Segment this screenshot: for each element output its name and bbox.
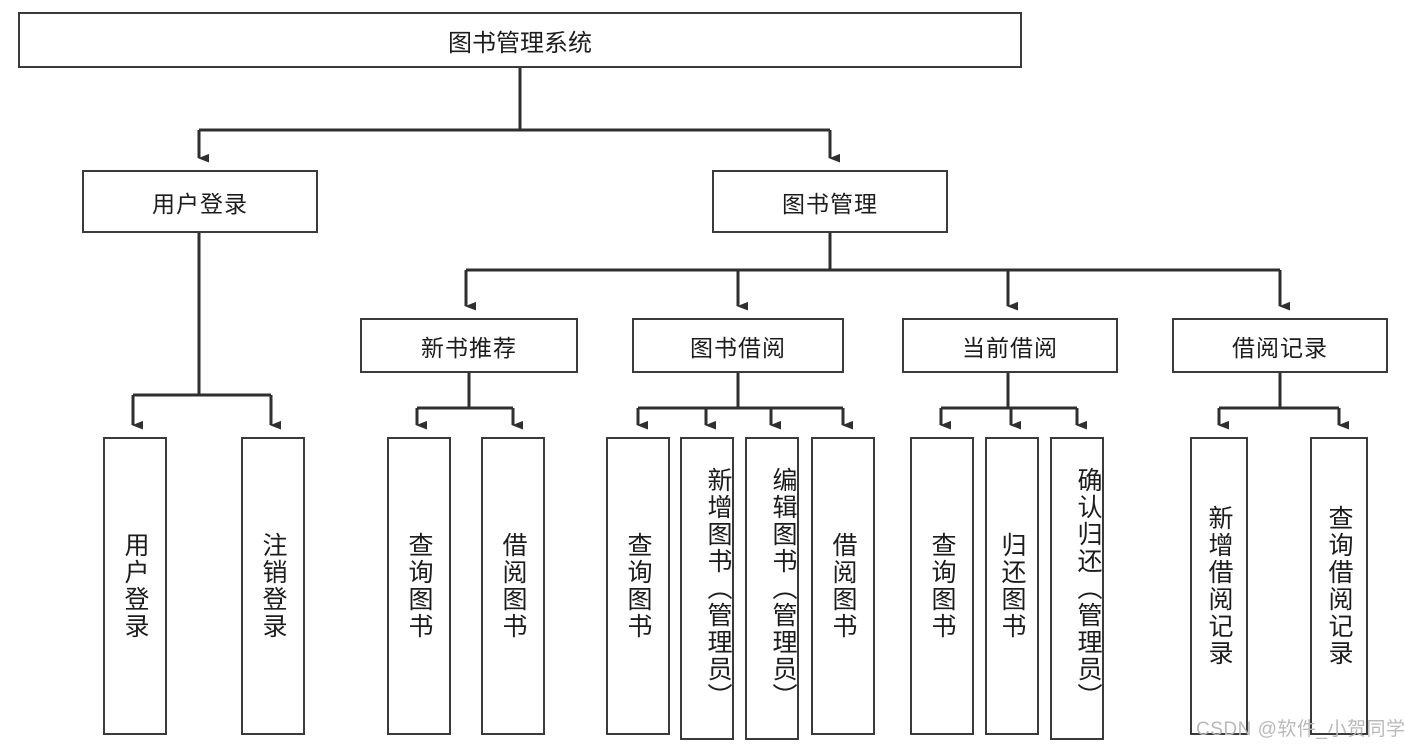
node-label: 查询借阅记录	[1325, 505, 1353, 667]
leaf-query-book-current[interactable]: 查询图书	[910, 437, 974, 735]
leaf-add-book-admin[interactable]: 新增图书（管理员）	[680, 437, 734, 740]
node-label: 借阅图书	[829, 532, 857, 640]
node-borrow-records[interactable]: 借阅记录	[1172, 318, 1388, 373]
node-label: 图书管理	[782, 190, 878, 217]
node-new-book-recommend[interactable]: 新书推荐	[360, 318, 578, 373]
leaf-query-book-rec[interactable]: 查询图书	[387, 437, 451, 735]
node-label: 新增图书（管理员）	[704, 467, 732, 710]
node-label: 编辑图书（管理员）	[769, 467, 797, 710]
node-label: 确认归还（管理员）	[1074, 467, 1102, 710]
leaf-return-book[interactable]: 归还图书	[985, 437, 1039, 735]
leaf-query-borrow-record[interactable]: 查询借阅记录	[1310, 437, 1368, 735]
node-label: 借阅图书	[499, 532, 527, 640]
leaf-borrow-book[interactable]: 借阅图书	[811, 437, 875, 735]
leaf-confirm-return-admin[interactable]: 确认归还（管理员）	[1050, 437, 1104, 740]
node-root[interactable]: 图书管理系统	[18, 12, 1022, 68]
node-label: 图书管理系统	[448, 29, 592, 57]
node-label: 借阅记录	[1232, 334, 1328, 361]
leaf-borrow-book-rec[interactable]: 借阅图书	[481, 437, 545, 735]
leaf-add-borrow-record[interactable]: 新增借阅记录	[1190, 437, 1248, 735]
node-label: 用户登录	[152, 190, 248, 217]
node-book-management[interactable]: 图书管理	[712, 170, 948, 233]
node-label: 注销登录	[259, 532, 287, 640]
node-book-borrow[interactable]: 图书借阅	[632, 318, 844, 373]
node-label: 查询图书	[405, 532, 433, 640]
node-label: 归还图书	[998, 532, 1026, 640]
leaf-logout[interactable]: 注销登录	[241, 437, 305, 735]
node-label: 新书推荐	[421, 334, 517, 361]
node-label: 查询图书	[928, 532, 956, 640]
node-label: 用户登录	[121, 532, 149, 640]
leaf-query-book-borrow[interactable]: 查询图书	[606, 437, 670, 735]
node-label: 新增借阅记录	[1205, 505, 1233, 667]
node-user-login[interactable]: 用户登录	[82, 170, 318, 233]
node-current-borrow[interactable]: 当前借阅	[902, 318, 1118, 373]
leaf-user-login[interactable]: 用户登录	[103, 437, 167, 735]
leaf-edit-book-admin[interactable]: 编辑图书（管理员）	[745, 437, 799, 740]
node-label: 查询图书	[624, 532, 652, 640]
node-label: 当前借阅	[962, 334, 1058, 361]
node-label: 图书借阅	[690, 334, 786, 361]
csdn-watermark: CSDN @软件_小贺同学	[1196, 719, 1405, 740]
